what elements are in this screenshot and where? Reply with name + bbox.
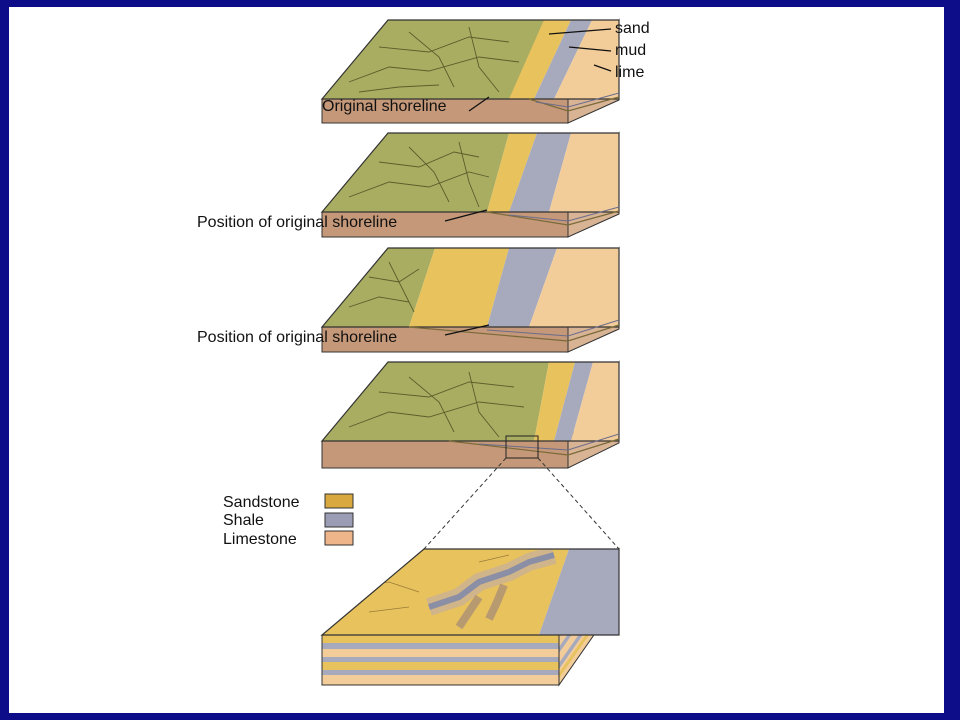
block-diagram-1: sand mud lime Original shoreline bbox=[320, 18, 650, 124]
legend-sandstone-label: Sandstone bbox=[223, 494, 300, 511]
lime-zone bbox=[554, 20, 619, 99]
block-1-top-outline bbox=[320, 19, 620, 100]
sand-zone bbox=[409, 248, 509, 327]
shale-surface bbox=[539, 549, 619, 635]
original-shoreline-label: Original shoreline bbox=[322, 98, 447, 115]
block-diagram-3: Position of original shoreline bbox=[197, 246, 620, 353]
position-shoreline-label: Position of original shoreline bbox=[197, 329, 397, 346]
projection-line-left bbox=[423, 457, 507, 550]
lime-zone bbox=[549, 133, 619, 212]
block-diagram-2: Position of original shoreline bbox=[197, 131, 620, 238]
river-network bbox=[348, 371, 525, 438]
shoreline-leader-line bbox=[468, 96, 490, 112]
block-5-front-face bbox=[321, 634, 560, 686]
block-2-top-outline bbox=[320, 132, 620, 213]
land-surface bbox=[322, 20, 544, 99]
sediment-layers bbox=[486, 210, 620, 226]
block-3-top-outline bbox=[320, 247, 620, 328]
mud-leader-line bbox=[568, 46, 612, 52]
block-4-front-face bbox=[321, 440, 569, 469]
legend: Sandstone Shale Limestone bbox=[223, 493, 354, 548]
sand-zone bbox=[487, 133, 537, 212]
projection-line-right bbox=[537, 457, 620, 550]
river-network bbox=[348, 261, 420, 313]
block-4-top-outline bbox=[320, 361, 620, 442]
sediment-layers bbox=[448, 438, 620, 456]
mud-zone bbox=[554, 362, 593, 441]
legend-shale-swatch bbox=[324, 512, 354, 528]
detail-inset-box bbox=[505, 435, 539, 459]
shoreline-leader-line bbox=[444, 324, 490, 336]
block-5-top-outline bbox=[320, 548, 620, 636]
land-surface bbox=[322, 248, 435, 327]
diagram: sand mud lime Original shoreline Positio… bbox=[197, 18, 650, 687]
sand-leader-line bbox=[548, 28, 612, 35]
block-diagram-4 bbox=[320, 360, 620, 469]
sand-zone bbox=[509, 20, 571, 99]
lime-zone bbox=[529, 248, 619, 327]
side-gully bbox=[455, 583, 508, 630]
lime-leader-line bbox=[593, 64, 612, 72]
mud-zone bbox=[509, 133, 571, 212]
shoreline-leader-line bbox=[444, 209, 488, 222]
legend-limestone-swatch bbox=[324, 530, 354, 546]
sand-label: sand bbox=[615, 20, 650, 37]
legend-sandstone-swatch bbox=[324, 493, 354, 509]
block-diagram-5-detail bbox=[320, 547, 620, 687]
legend-limestone-label: Limestone bbox=[223, 531, 297, 548]
lime-label: lime bbox=[615, 64, 644, 81]
sand-zone bbox=[534, 362, 575, 441]
land-surface bbox=[322, 362, 549, 441]
river-network bbox=[348, 141, 490, 208]
surface-cracks bbox=[338, 554, 510, 613]
slide: sand mud lime Original shoreline Positio… bbox=[9, 7, 944, 713]
lime-zone bbox=[571, 362, 619, 441]
mud-zone bbox=[534, 20, 592, 99]
mud-label: mud bbox=[615, 42, 646, 59]
mud-zone bbox=[487, 248, 557, 327]
land-surface bbox=[322, 133, 509, 212]
legend-shale-label: Shale bbox=[223, 512, 264, 529]
position-shoreline-label: Position of original shoreline bbox=[197, 214, 397, 231]
river-network bbox=[348, 26, 520, 93]
